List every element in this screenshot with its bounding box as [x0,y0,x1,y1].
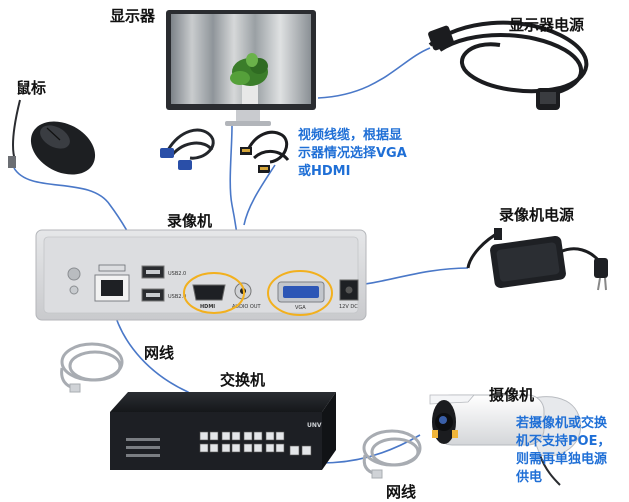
camera-power-note-line: 则需再单独电源 [516,452,608,467]
video-cable-note-line: 或HDMI [298,164,351,179]
audio-port-label: AUDIO OUT [232,304,262,310]
camera-power-note: 若摄像机或交换 机不支持POE， 则需再单独电源 供电 [516,415,610,487]
network-cable-coil-top [60,342,124,393]
dc-port: 12V DC [339,279,359,310]
hdmi-port-label: HDMI [200,304,215,310]
hdmi-cable [240,130,290,173]
camera-label: 摄像机 [489,386,535,404]
plant-decoration [230,53,268,104]
bullet-camera [429,394,582,486]
recorder-label: 录像机 [167,212,213,230]
vga-port: VGA [277,281,325,311]
lan-port [94,264,130,302]
monitor-power-cable [428,20,589,110]
usb1-port-label: USB2.0 [168,294,186,300]
video-cable-note: 视频线缆，根据显 示器情况选择VGA 或HDMI [298,127,407,181]
network-switch: UNV [110,392,336,470]
recorder: USB2.0 USB2.0 HDMI AUDIO OUT VGA 12V DC [35,229,367,321]
switch-leds [126,438,160,457]
monitor [166,10,316,126]
monitor-label: 显示器 [110,7,156,25]
dc-port-label: 12V DC [339,304,358,310]
connection-lines [13,47,469,464]
video-cable-note-line: 视频线缆，根据显 [298,128,403,143]
hdmi-port: HDMI [192,284,226,310]
switch-ports [199,431,312,456]
monitor-power-label: 显示器电源 [509,16,585,34]
recorder-power-label: 录像机电源 [499,206,575,224]
switch-brand-logo: UNV [307,422,322,429]
network-cable-coil-bottom [362,429,422,479]
mouse [8,99,96,175]
recorder-power-adapter [466,228,608,291]
video-cable-note-line: 示器情况选择VGA [298,146,407,161]
camera-power-note-line: 若摄像机或交换 [516,416,608,431]
switch-label: 交换机 [220,371,266,389]
vga-cable [160,128,215,170]
usb2-port-label: USB2.0 [168,271,186,277]
camera-power-note-line: 供电 [516,470,543,485]
vga-port-label: VGA [295,305,306,311]
camera-power-note-line: 机不支持POE， [516,434,611,449]
network-cable-label-top: 网线 [144,344,175,362]
network-cable-label-bottom: 网线 [386,483,417,501]
video-port-highlights [183,270,333,316]
mouse-label: 鼠标 [16,79,47,97]
usb-ports: USB2.0 USB2.0 [141,265,186,302]
